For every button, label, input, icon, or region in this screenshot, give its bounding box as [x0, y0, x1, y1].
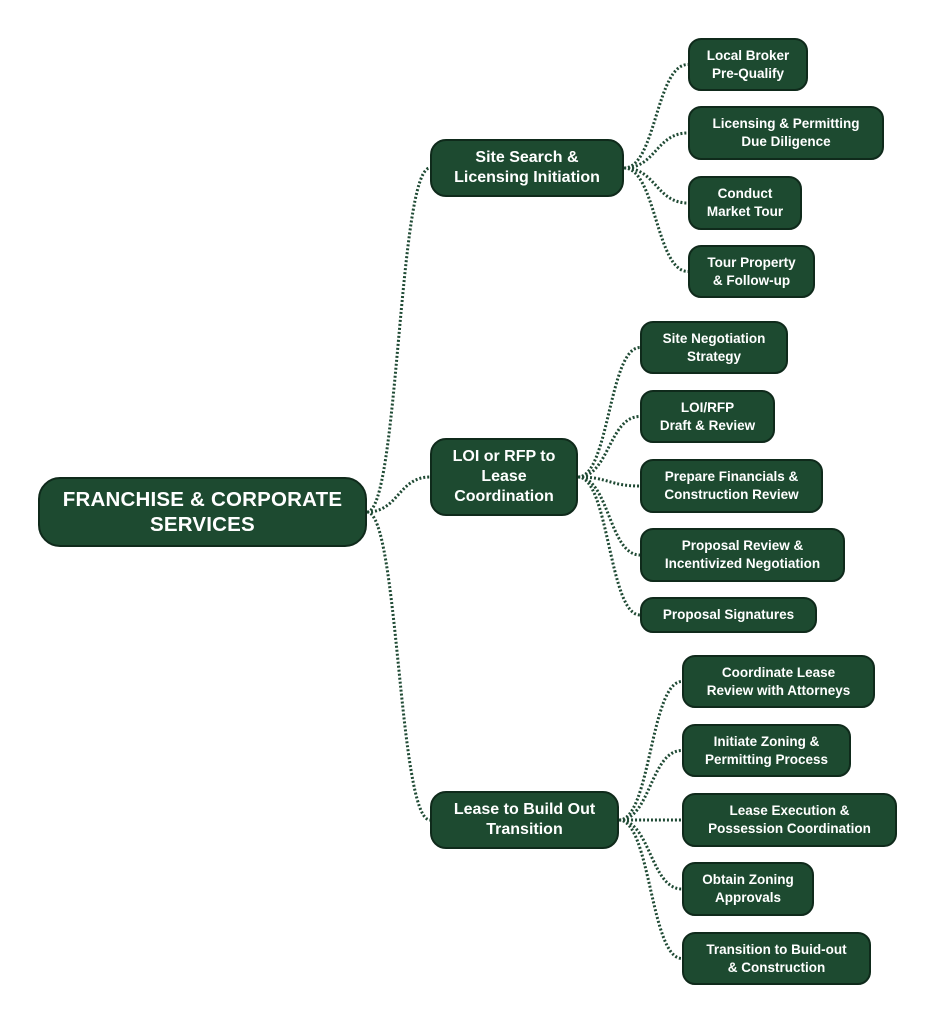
leaf-transition: Transition to Buid-out & Construction: [682, 932, 871, 985]
leaf-coordinate-lease: Coordinate Lease Review with Attorneys: [682, 655, 875, 708]
connector-root-to-branch-lease-build-out: [366, 510, 431, 822]
connector-branch-loi-rfp-to-leaf-loi-rfp-draft: [577, 415, 641, 479]
connector-branch-lease-build-out-to-leaf-initiate-zoning: [618, 749, 683, 822]
connector-branch-loi-rfp-to-leaf-proposal-signatures: [577, 475, 641, 617]
leaf-tour-property: Tour Property & Follow-up: [688, 245, 815, 298]
leaf-prepare-financials: Prepare Financials & Construction Review: [640, 459, 823, 513]
connector-branch-lease-build-out-to-leaf-obtain-zoning: [618, 818, 683, 891]
leaf-market-tour: Conduct Market Tour: [688, 176, 802, 230]
connector-branch-lease-build-out-to-leaf-transition: [618, 818, 683, 960]
leaf-obtain-zoning: Obtain Zoning Approvals: [682, 862, 814, 916]
connector-branch-site-search-to-leaf-licensing-permitting: [623, 131, 689, 170]
leaf-lease-execution: Lease Execution & Possession Coordinatio…: [682, 793, 897, 847]
root-node: FRANCHISE & CORPORATE SERVICES: [38, 477, 367, 547]
branch-lease-build-out: Lease to Build Out Transition: [430, 791, 619, 849]
leaf-initiate-zoning: Initiate Zoning & Permitting Process: [682, 724, 851, 777]
connector-branch-site-search-to-leaf-market-tour: [623, 166, 689, 205]
connector-branch-site-search-to-leaf-tour-property: [623, 166, 689, 273]
leaf-local-broker: Local Broker Pre-Qualify: [688, 38, 808, 91]
leaf-proposal-review: Proposal Review & Incentivized Negotiati…: [640, 528, 845, 582]
connector-branch-loi-rfp-to-leaf-site-negotiation: [577, 346, 641, 479]
leaf-proposal-signatures: Proposal Signatures: [640, 597, 817, 633]
leaf-loi-rfp-draft: LOI/RFP Draft & Review: [640, 390, 775, 443]
connector-branch-lease-build-out-to-leaf-coordinate-lease: [618, 680, 683, 822]
leaf-licensing-permitting: Licensing & Permitting Due Diligence: [688, 106, 884, 160]
leaf-site-negotiation: Site Negotiation Strategy: [640, 321, 788, 374]
branch-site-search: Site Search & Licensing Initiation: [430, 139, 624, 197]
connector-branch-site-search-to-leaf-local-broker: [623, 63, 689, 170]
connector-root-to-branch-loi-rfp: [366, 475, 431, 514]
branch-loi-rfp: LOI or RFP to Lease Coordination: [430, 438, 578, 516]
connector-root-to-branch-site-search: [366, 166, 431, 514]
